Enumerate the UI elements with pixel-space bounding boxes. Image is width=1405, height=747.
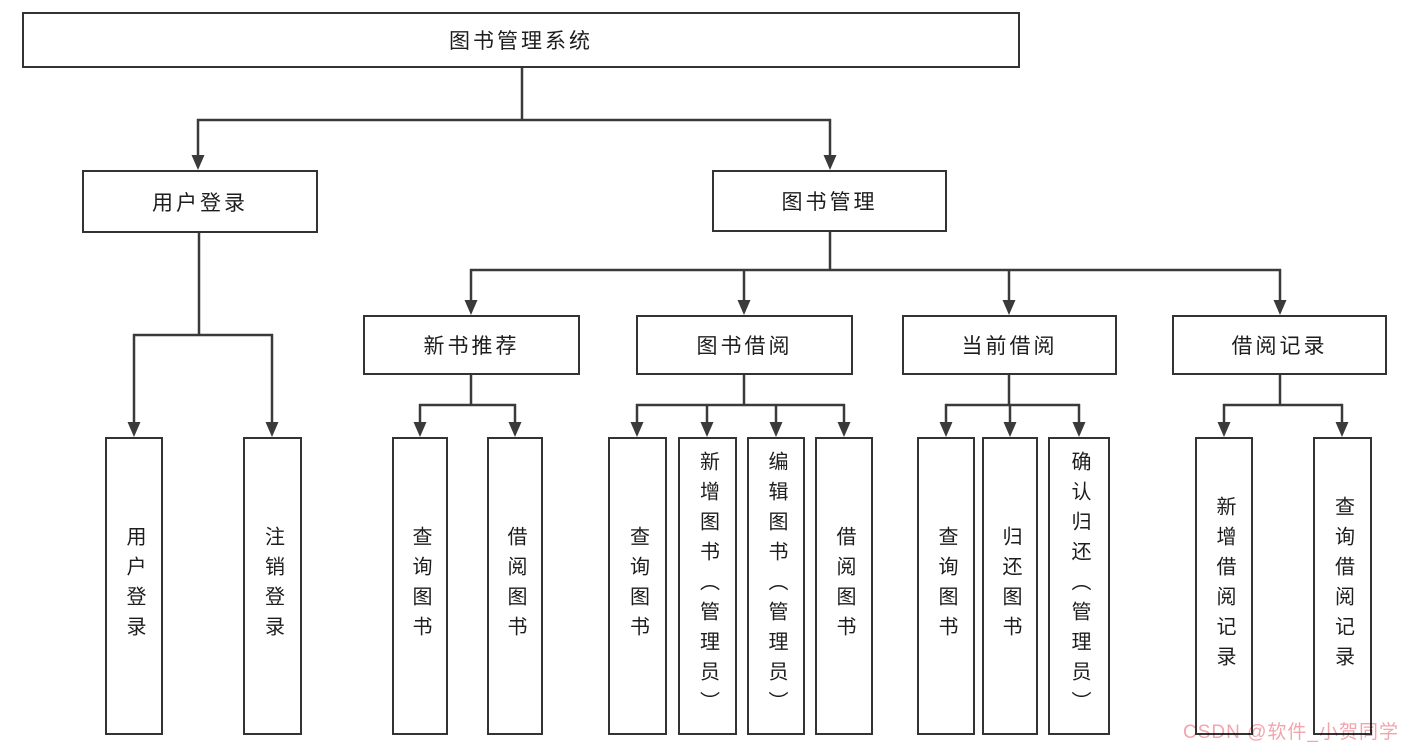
node-book-borrow: 图书借阅 xyxy=(636,315,853,375)
node-borrow-record: 借阅记录 xyxy=(1172,315,1387,375)
node-label: 新增图书（管理员） xyxy=(696,451,719,721)
node-label: 新书推荐 xyxy=(423,335,520,358)
leaf-confirm-return-admin: 确认归还（管理员） xyxy=(1048,437,1110,735)
node-label: 用户登录 xyxy=(152,191,248,215)
node-label: 查询图书 xyxy=(626,526,649,646)
leaf-logout: 注销登录 xyxy=(243,437,302,735)
node-label: 查询图书 xyxy=(409,526,431,646)
leaf-query-books-borrow: 查询图书 xyxy=(608,437,667,735)
node-label: 图书管理 xyxy=(781,191,878,214)
leaf-borrow-books: 借阅图书 xyxy=(815,437,873,735)
node-root: 图书管理系统 xyxy=(22,12,1020,68)
node-user-login: 用户登录 xyxy=(82,170,318,233)
node-label: 借阅图书 xyxy=(504,526,526,646)
node-label: 新增借阅记录 xyxy=(1213,496,1235,676)
node-label: 图书管理系统 xyxy=(449,30,593,53)
node-label: 借阅记录 xyxy=(1231,335,1328,358)
leaf-return-book: 归还图书 xyxy=(982,437,1038,735)
leaf-query-books-recommend: 查询图书 xyxy=(392,437,448,735)
leaf-add-borrow-record: 新增借阅记录 xyxy=(1195,437,1253,735)
leaf-user-login: 用户登录 xyxy=(105,437,163,735)
node-label: 查询借阅记录 xyxy=(1331,496,1354,676)
node-label: 编辑图书（管理员） xyxy=(765,451,787,721)
node-label: 归还图书 xyxy=(999,526,1021,646)
node-label: 注销登录 xyxy=(261,526,284,646)
leaf-query-books-current: 查询图书 xyxy=(917,437,975,735)
leaf-add-book-admin: 新增图书（管理员） xyxy=(678,437,737,735)
node-label: 确认归还（管理员） xyxy=(1068,451,1090,721)
node-label: 查询图书 xyxy=(935,526,957,646)
node-new-book-recommend: 新书推荐 xyxy=(363,315,580,375)
leaf-edit-book-admin: 编辑图书（管理员） xyxy=(747,437,805,735)
leaf-borrow-books-recommend: 借阅图书 xyxy=(487,437,543,735)
node-label: 用户登录 xyxy=(123,526,145,646)
node-label: 当前借阅 xyxy=(961,335,1058,358)
node-label: 图书借阅 xyxy=(696,335,793,358)
leaf-query-borrow-record: 查询借阅记录 xyxy=(1313,437,1372,735)
node-current-borrow: 当前借阅 xyxy=(902,315,1117,375)
node-label: 借阅图书 xyxy=(833,526,855,646)
watermark: CSDN @软件_小贺同学 xyxy=(1183,722,1399,743)
node-book-management: 图书管理 xyxy=(712,170,947,232)
